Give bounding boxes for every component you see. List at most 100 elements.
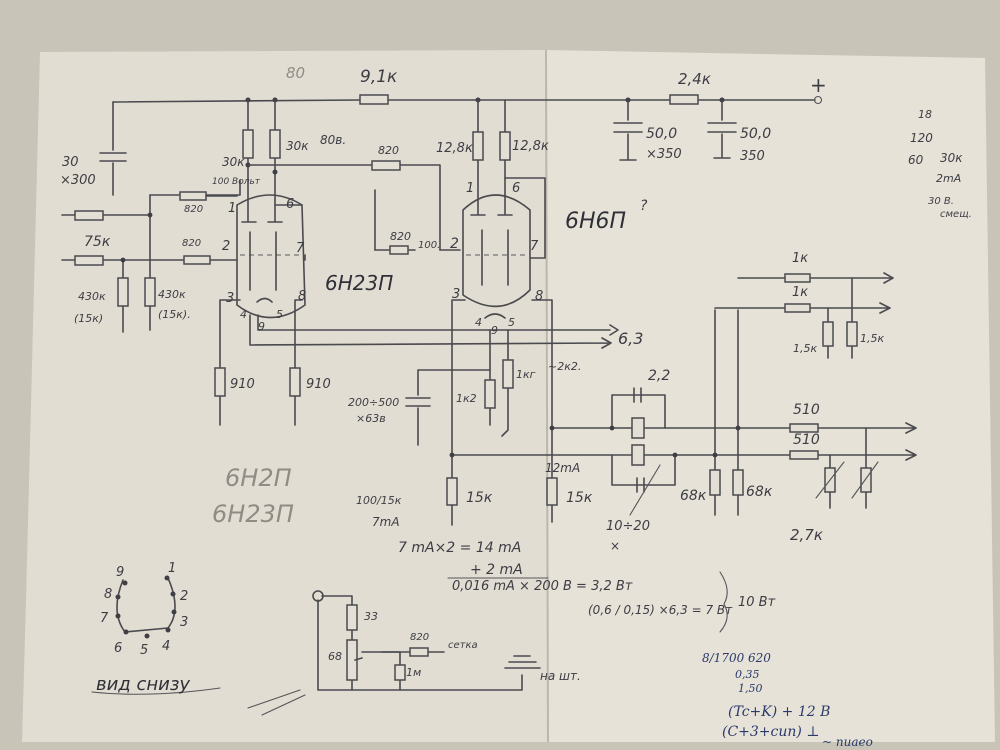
label-1k-b: 1к bbox=[792, 285, 808, 300]
tube-6n23p bbox=[236, 194, 306, 319]
label-c200-500: 200÷500 bbox=[348, 396, 399, 409]
resistor-9k1 bbox=[359, 94, 389, 105]
tube2-question: ? bbox=[640, 198, 648, 214]
label-30k-a: 30к bbox=[222, 155, 245, 169]
label-430k-a-alt: (15к) bbox=[74, 312, 103, 325]
pen-note-4: (Tc+K) + 12 В bbox=[728, 704, 830, 720]
label-910-b: 910 bbox=[306, 377, 331, 392]
label-80v: 80в. bbox=[320, 133, 346, 147]
capacitor-30 bbox=[99, 101, 127, 196]
label-12k8-a: 12,8к bbox=[436, 141, 473, 156]
resistor-75k bbox=[74, 255, 104, 266]
margin-30v: 30 В. bbox=[928, 196, 954, 207]
plus-terminal bbox=[813, 95, 823, 105]
pen-note-2: 0,35 bbox=[735, 668, 760, 681]
big-label-6n2p: 6Н2П bbox=[225, 464, 292, 492]
label-c50b-voltage: 350 bbox=[740, 149, 765, 164]
tube1-pin8: 8 bbox=[298, 289, 306, 304]
resistor-910-b bbox=[289, 367, 301, 397]
label-1k5-a: 1,5к bbox=[793, 342, 817, 355]
label-1k2-cathode: 1к2 bbox=[456, 392, 477, 405]
label-2u2: 2,2 bbox=[648, 368, 670, 384]
label-pot-33: 33 bbox=[364, 610, 378, 623]
tube2-pin2: 2 bbox=[450, 236, 459, 252]
tube1-name: 6Н23П bbox=[325, 271, 393, 295]
pen-note-1: 8/1700 620 bbox=[702, 651, 771, 665]
note-100-volt: 100 Вольт bbox=[212, 177, 261, 187]
label-12k8-b: 12,8к bbox=[512, 139, 549, 154]
label-pot-68: 68 bbox=[328, 650, 342, 663]
tube1-wires bbox=[61, 179, 619, 426]
tube1-pin9: 9 bbox=[258, 320, 265, 333]
calc-heater-power: (0,6 / 0,15) ×6,3 = 7 Вт bbox=[588, 603, 733, 617]
pinout-5: 5 bbox=[140, 643, 148, 658]
resistor-820-100 bbox=[389, 245, 409, 255]
label-9k1: 9,1к bbox=[360, 67, 398, 87]
pinout-7: 7 bbox=[100, 611, 109, 626]
pinout-4: 4 bbox=[162, 639, 170, 654]
label-820-g1: 820 bbox=[184, 204, 203, 215]
resistor-15k-a bbox=[446, 477, 458, 506]
label-430k-b: 430к bbox=[158, 288, 186, 301]
resistor-68k-b bbox=[732, 469, 744, 496]
pinout-6: 6 bbox=[114, 641, 122, 656]
resistor-910-a bbox=[214, 367, 226, 397]
margin-120: 120 bbox=[910, 131, 933, 145]
tube2-pin5: 5 bbox=[508, 316, 515, 329]
label-100: 100. bbox=[418, 240, 440, 251]
label-pot-820: 820 bbox=[410, 632, 429, 643]
text-layer: 80 9,1к 2,4к + 18 120 60 30к 2mA 30 В. с… bbox=[60, 64, 972, 749]
tube2-pin7: 7 bbox=[530, 239, 539, 254]
capacitors-50uf bbox=[613, 99, 737, 161]
label-bottom-view: вид снизу bbox=[96, 674, 190, 695]
pinout-1: 1 bbox=[168, 561, 176, 576]
capacitor-2u2-b bbox=[631, 444, 645, 466]
label-820-g3: 820 bbox=[390, 230, 411, 243]
tube1-pin5: 5 bbox=[276, 308, 283, 321]
label-1k-cathode: 1кг bbox=[516, 368, 536, 381]
label-c50a: 50,0 bbox=[646, 126, 677, 142]
resistor-2k4 bbox=[669, 94, 699, 105]
calc-14ma: 7 mA×2 = 14 mA bbox=[398, 540, 521, 556]
label-430k-a: 430к bbox=[78, 290, 106, 303]
label-c50a-voltage: ×350 bbox=[646, 147, 682, 162]
tube2-pin6: 6 bbox=[512, 181, 520, 196]
calc-100-15k: 100/15к bbox=[356, 494, 402, 507]
tube2-pin4: 4 bbox=[475, 316, 482, 329]
label-68k-a: 68к bbox=[680, 488, 707, 504]
margin-30k: 30к bbox=[940, 151, 963, 165]
label-2k7: 2,7к bbox=[790, 526, 823, 544]
resistor-510-b bbox=[789, 450, 819, 460]
label-1k-a: 1к bbox=[792, 251, 808, 266]
resistor-15k-b bbox=[546, 477, 558, 506]
tube2-pin9: 9 bbox=[491, 324, 498, 337]
calc-total-10w: 10 Вт bbox=[738, 595, 776, 610]
resistor-1k-a bbox=[784, 273, 811, 283]
big-label-6n23p: 6Н23П bbox=[212, 500, 294, 528]
label-15k-b: 15к bbox=[566, 490, 593, 506]
margin-smeshch: смещ. bbox=[940, 209, 972, 220]
label-10-20: 10÷20 bbox=[606, 519, 650, 534]
tube2-pin8: 8 bbox=[535, 289, 543, 304]
resistor-510-a bbox=[789, 423, 819, 433]
resistor-input-top bbox=[74, 210, 104, 221]
label-510-a: 510 bbox=[793, 402, 820, 418]
tube2-wires bbox=[374, 177, 558, 526]
resistor-820-g2 bbox=[183, 255, 211, 265]
calc-power-3w: 0,016 mA × 200 В = 3,2 Вт bbox=[452, 579, 633, 594]
label-2k4: 2,4к bbox=[678, 70, 711, 88]
label-910-a: 910 bbox=[230, 377, 255, 392]
label-plus: + bbox=[810, 73, 827, 97]
label-c200-voltage: ×63в bbox=[356, 412, 386, 425]
paper-left-sheet bbox=[22, 50, 548, 742]
label-faint-80: 80 bbox=[286, 64, 305, 82]
label-c30: 30 bbox=[62, 155, 79, 170]
paper-right-sheet bbox=[545, 50, 995, 742]
label-pot-1m: 1м bbox=[406, 666, 421, 679]
label-12ma: 12mA bbox=[545, 461, 580, 475]
pen-note-6: ~ nuaeo bbox=[822, 735, 873, 749]
capacitor-2u2-a bbox=[631, 417, 645, 439]
bias-network bbox=[247, 590, 541, 716]
calc-plus-2ma: + 2 mA bbox=[470, 562, 523, 578]
